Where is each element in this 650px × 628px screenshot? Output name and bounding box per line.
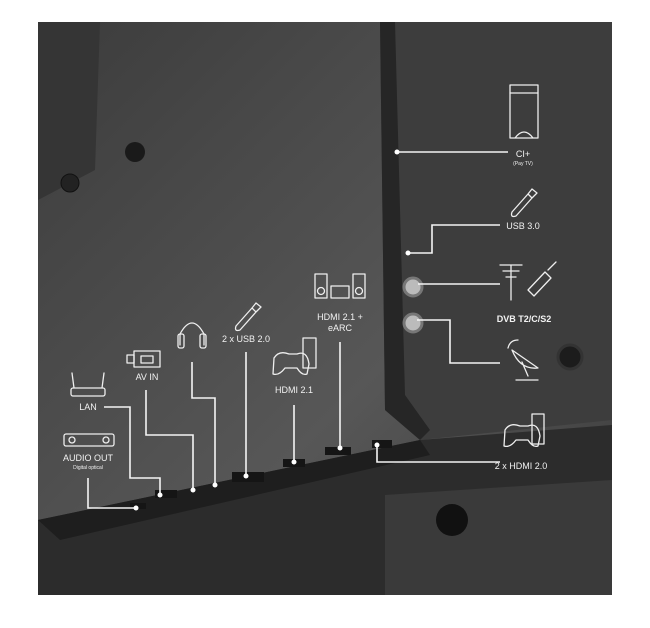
- lower-cover: [385, 480, 612, 595]
- connection-dots: [133, 149, 411, 511]
- lan-label: LAN: [79, 402, 97, 412]
- usb-stick-icon: [234, 302, 262, 332]
- usb-stick-icon: [510, 188, 538, 218]
- dvb-label: DVB T2/C/S2: [497, 314, 552, 324]
- hdmi21-earc-label-1: HDMI 2.1 +: [317, 312, 363, 322]
- mount-hole: [556, 343, 584, 371]
- hdmi20-label: 2 x HDMI 2.0: [495, 461, 548, 471]
- optical-audio-icon: [63, 433, 115, 447]
- ci-plus-label: CI+: [516, 149, 530, 159]
- headphones-icon: [177, 322, 207, 349]
- sound-system-icon: [314, 273, 366, 299]
- hdmi21-earc-label-2: eARC: [328, 323, 353, 333]
- antenna-connector: [402, 276, 424, 298]
- leader-lines: [87, 151, 508, 509]
- camcorder-icon: [126, 350, 161, 368]
- av-in-label: AV IN: [136, 372, 159, 382]
- ci-plus-sublabel: (Pay TV): [513, 161, 533, 167]
- usb3-label: USB 3.0: [506, 221, 540, 231]
- port-strip: [38, 440, 430, 540]
- router-icon: [70, 372, 106, 397]
- tv-stand-bracket: [38, 22, 100, 200]
- game-console-icon: [272, 337, 317, 376]
- satellite-connector: [402, 312, 424, 334]
- mount-hole: [436, 504, 468, 536]
- audio-out-sublabel: Digital optical: [73, 465, 103, 471]
- antenna-icon: [499, 264, 523, 301]
- hdmi21-label: HDMI 2.1: [275, 385, 313, 395]
- coax-cable-icon: [527, 261, 557, 297]
- ci-card-icon: [509, 84, 539, 139]
- screw-hole: [60, 173, 80, 193]
- satellite-dish-icon: [507, 339, 539, 381]
- game-console-icon: [503, 413, 545, 448]
- usb2-label: 2 x USB 2.0: [222, 334, 270, 344]
- side-panel: [380, 22, 612, 440]
- side-edge: [380, 22, 430, 440]
- screw-hole: [125, 142, 145, 162]
- audio-out-label: AUDIO OUT: [63, 453, 114, 463]
